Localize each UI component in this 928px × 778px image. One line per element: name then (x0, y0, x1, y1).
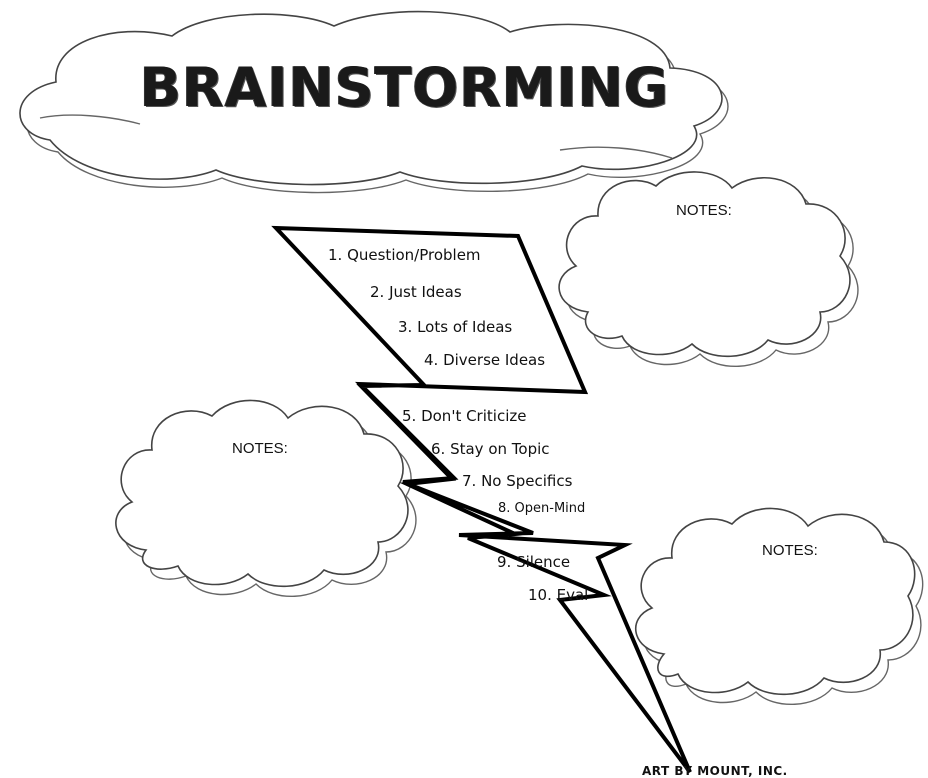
rule-item: 9. Silence (497, 553, 571, 571)
rule-item: 3. Lots of Ideas (398, 318, 513, 336)
rule-item: 7. No Specifics (462, 472, 573, 490)
rule-item: 10. Eval (528, 586, 589, 604)
rule-item: 5. Don't Criticize (402, 407, 527, 425)
notes-cloud-top-right (558, 171, 851, 358)
rule-item: 1. Question/Problem (328, 246, 481, 264)
notes-label-left: NOTES: (232, 440, 288, 457)
rule-item: 2. Just Ideas (370, 283, 462, 301)
footer-credit: ART BY MOUNT, INC. (642, 764, 788, 778)
rule-item: 4. Diverse Ideas (424, 351, 546, 369)
page-title: BRAINSTORMING (140, 56, 670, 119)
rule-item: 6. Stay on Topic (431, 440, 550, 458)
notes-cloud-left (115, 399, 409, 588)
notes-cloud-bottom-right (634, 507, 916, 696)
rule-item: 8. Open-Mind (498, 501, 586, 516)
lightning-bolt (271, 225, 692, 774)
notes-label-top-right: NOTES: (676, 202, 732, 219)
notes-label-bottom-right: NOTES: (762, 542, 818, 559)
title-cloud (19, 10, 723, 186)
